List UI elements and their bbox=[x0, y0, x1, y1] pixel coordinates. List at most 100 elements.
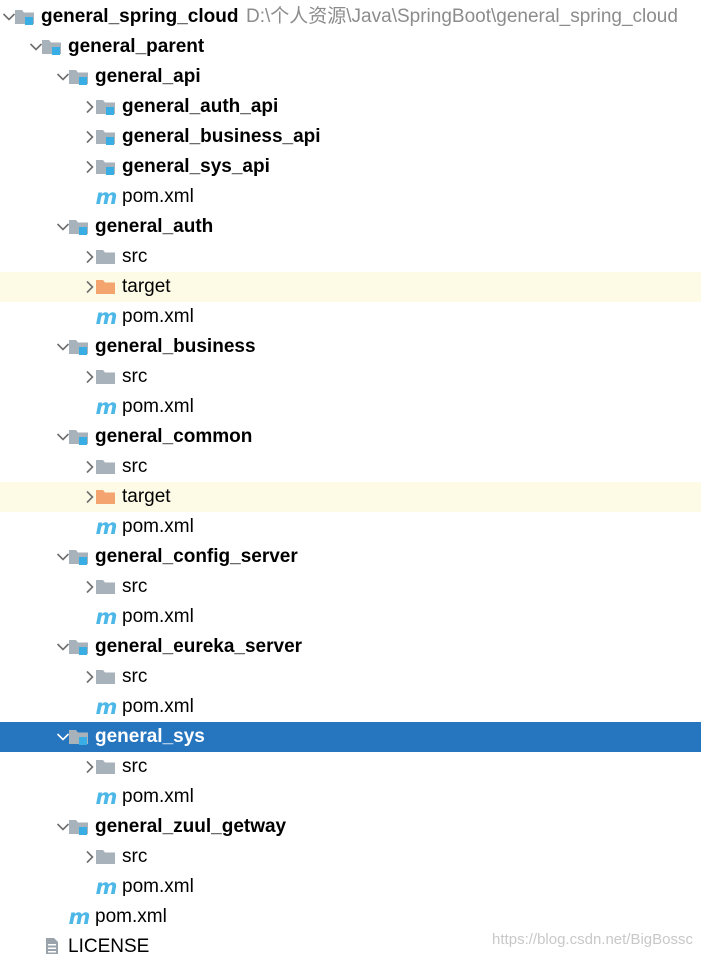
chevron-down-icon[interactable] bbox=[54, 812, 72, 842]
tree-row-folder[interactable]: src bbox=[0, 842, 701, 872]
maven-pom-icon: m bbox=[68, 905, 91, 929]
tree-item-label: general_zuul_getway bbox=[95, 816, 287, 837]
folder-icon bbox=[94, 452, 118, 482]
chevron-down-icon[interactable] bbox=[54, 632, 72, 662]
maven-pom-icon: m bbox=[95, 875, 118, 899]
maven-pom-icon: m bbox=[95, 605, 118, 629]
module-folder-icon bbox=[94, 92, 118, 122]
tree-row-folder[interactable]: src bbox=[0, 572, 701, 602]
chevron-down-icon[interactable] bbox=[54, 722, 72, 752]
text-file-icon bbox=[40, 932, 64, 954]
chevron-right-icon[interactable] bbox=[81, 752, 99, 782]
maven-pom-icon: m bbox=[95, 695, 118, 719]
project-path: D:\个人资源\Java\SpringBoot\general_spring_c… bbox=[246, 6, 678, 27]
chevron-right-icon[interactable] bbox=[81, 272, 99, 302]
watermark: https://blog.csdn.net/BigBossc bbox=[492, 931, 693, 948]
chevron-down-icon[interactable] bbox=[54, 332, 72, 362]
module-folder-icon bbox=[40, 32, 64, 62]
tree-row-folder[interactable]: src bbox=[0, 362, 701, 392]
chevron-down-icon[interactable] bbox=[54, 542, 72, 572]
tree-item-label: pom.xml bbox=[122, 516, 194, 537]
tree-row-folder[interactable]: src bbox=[0, 452, 701, 482]
tree-item-label: LICENSE bbox=[68, 936, 150, 954]
chevron-down-icon[interactable] bbox=[27, 32, 45, 62]
chevron-right-icon[interactable] bbox=[81, 152, 99, 182]
maven-pom-icon: m bbox=[95, 515, 118, 539]
tree-row-module[interactable]: general_auth_api bbox=[0, 92, 701, 122]
module-folder-icon bbox=[13, 2, 37, 32]
tree-item-label: pom.xml bbox=[122, 396, 194, 417]
module-folder-icon bbox=[94, 152, 118, 182]
tree-item-label: pom.xml bbox=[122, 186, 194, 207]
tree-row-module[interactable]: general_auth bbox=[0, 212, 701, 242]
tree-item-label: src bbox=[122, 576, 148, 597]
tree-row-module[interactable]: general_business bbox=[0, 332, 701, 362]
maven-pom-icon: m bbox=[95, 785, 118, 809]
tree-item-label: general_eureka_server bbox=[95, 636, 303, 657]
tree-row-module[interactable]: general_spring_cloud D:\个人资源\Java\SpringB… bbox=[0, 2, 701, 32]
tree-item-label: pom.xml bbox=[122, 606, 194, 627]
tree-row-excluded[interactable]: target bbox=[0, 272, 701, 302]
chevron-right-icon[interactable] bbox=[81, 452, 99, 482]
tree-row-module[interactable]: general_sys_api bbox=[0, 152, 701, 182]
tree-row-module[interactable]: general_config_server bbox=[0, 542, 701, 572]
chevron-right-icon[interactable] bbox=[81, 842, 99, 872]
tree-item-label: general_spring_cloud bbox=[41, 6, 239, 27]
tree-item-label: src bbox=[122, 366, 148, 387]
module-folder-icon bbox=[67, 212, 91, 242]
module-folder-icon bbox=[67, 62, 91, 92]
chevron-right-icon[interactable] bbox=[81, 122, 99, 152]
tree-row-module[interactable]: general_common bbox=[0, 422, 701, 452]
tree-item-label: general_business_api bbox=[122, 126, 321, 147]
chevron-right-icon[interactable] bbox=[81, 482, 99, 512]
tree-item-label: src bbox=[122, 846, 148, 867]
tree-item-label: target bbox=[122, 276, 171, 297]
chevron-right-icon[interactable] bbox=[81, 572, 99, 602]
tree-row-module[interactable]: general_parent bbox=[0, 32, 701, 62]
chevron-down-icon[interactable] bbox=[0, 2, 18, 32]
module-folder-icon bbox=[67, 812, 91, 842]
tree-row-module[interactable]: general_business_api bbox=[0, 122, 701, 152]
chevron-right-icon[interactable] bbox=[81, 362, 99, 392]
tree-item-label: pom.xml bbox=[122, 696, 194, 717]
tree-row-module[interactable]: general_eureka_server bbox=[0, 632, 701, 662]
tree-row-excluded[interactable]: target bbox=[0, 482, 701, 512]
excluded-folder-icon bbox=[94, 272, 118, 302]
tree-item-label: target bbox=[122, 486, 171, 507]
tree-row-folder[interactable]: src bbox=[0, 752, 701, 782]
tree-item-label: pom.xml bbox=[122, 786, 194, 807]
folder-icon bbox=[94, 842, 118, 872]
folder-icon bbox=[94, 572, 118, 602]
chevron-right-icon[interactable] bbox=[81, 242, 99, 272]
tree-row-module[interactable]: general_sys bbox=[0, 722, 701, 752]
tree-row-folder[interactable]: src bbox=[0, 662, 701, 692]
tree-item-label: general_parent bbox=[68, 36, 205, 57]
tree-row-folder[interactable]: src bbox=[0, 242, 701, 272]
tree-item-label: pom.xml bbox=[122, 306, 194, 327]
chevron-right-icon[interactable] bbox=[81, 662, 99, 692]
excluded-folder-icon bbox=[94, 482, 118, 512]
tree-row-file[interactable]: LICENSE bbox=[0, 932, 701, 954]
tree-item-label: general_auth_api bbox=[122, 96, 279, 117]
module-folder-icon bbox=[67, 722, 91, 752]
tree-row-module[interactable]: general_zuul_getway bbox=[0, 812, 701, 842]
module-folder-icon bbox=[67, 632, 91, 662]
tree-item-label: general_common bbox=[95, 426, 253, 447]
maven-pom-icon: m bbox=[95, 395, 118, 419]
chevron-down-icon[interactable] bbox=[54, 212, 72, 242]
module-folder-icon bbox=[94, 122, 118, 152]
chevron-right-icon[interactable] bbox=[81, 92, 99, 122]
chevron-down-icon[interactable] bbox=[54, 422, 72, 452]
chevron-down-icon[interactable] bbox=[54, 62, 72, 92]
tree-row-module[interactable]: general_api bbox=[0, 62, 701, 92]
